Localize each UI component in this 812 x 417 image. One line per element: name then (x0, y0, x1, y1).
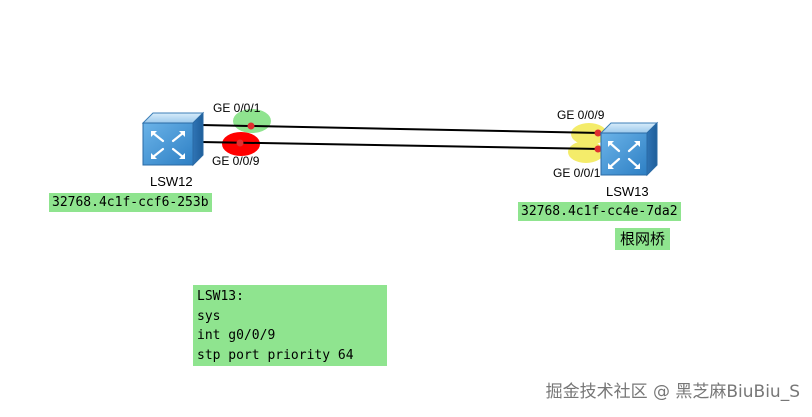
port-status-designated-lsw13-ge001 (568, 141, 604, 163)
port-dot-lsw13-ge001 (594, 145, 602, 153)
switch-icon[interactable] (599, 121, 659, 177)
note-line: stp port priority 64 (197, 347, 354, 363)
note-line: LSW13: (197, 289, 244, 304)
port-dot-lsw13-ge009 (594, 129, 602, 137)
bridge-id-lsw12: 32768.4c1f-ccf6-253b (49, 193, 212, 212)
port-label-lsw13-bottom: GE 0/0/1 (553, 166, 601, 180)
port-label-lsw12-bottom: GE 0/0/9 (212, 154, 260, 168)
link-ge001-to-ge009[interactable] (200, 124, 602, 134)
device-name-lsw13: LSW13 (606, 184, 649, 199)
port-dot-lsw12-ge009 (236, 139, 244, 147)
note-line: sys (197, 308, 221, 324)
config-note: LSW13: sys int g0/0/9 stp port priority … (193, 285, 387, 366)
port-status-designated-lsw13-ge009 (571, 123, 607, 145)
port-dot-lsw12-ge001 (247, 122, 255, 130)
device-name-lsw12: LSW12 (150, 174, 193, 189)
link-ge009-to-ge001[interactable] (200, 141, 602, 150)
root-bridge-label: 根网桥 (615, 228, 671, 250)
switch-icon[interactable] (141, 111, 205, 167)
port-label-lsw12-top: GE 0/0/1 (213, 101, 261, 115)
note-line: int g0/0/9 (197, 328, 276, 343)
bridge-id-lsw13: 32768.4c1f-cc4e-7da2 (518, 202, 681, 221)
port-label-lsw13-top: GE 0/0/9 (557, 108, 605, 122)
watermark: 掘金技术社区 @ 黑芝麻BiuBiu_S (545, 382, 800, 402)
